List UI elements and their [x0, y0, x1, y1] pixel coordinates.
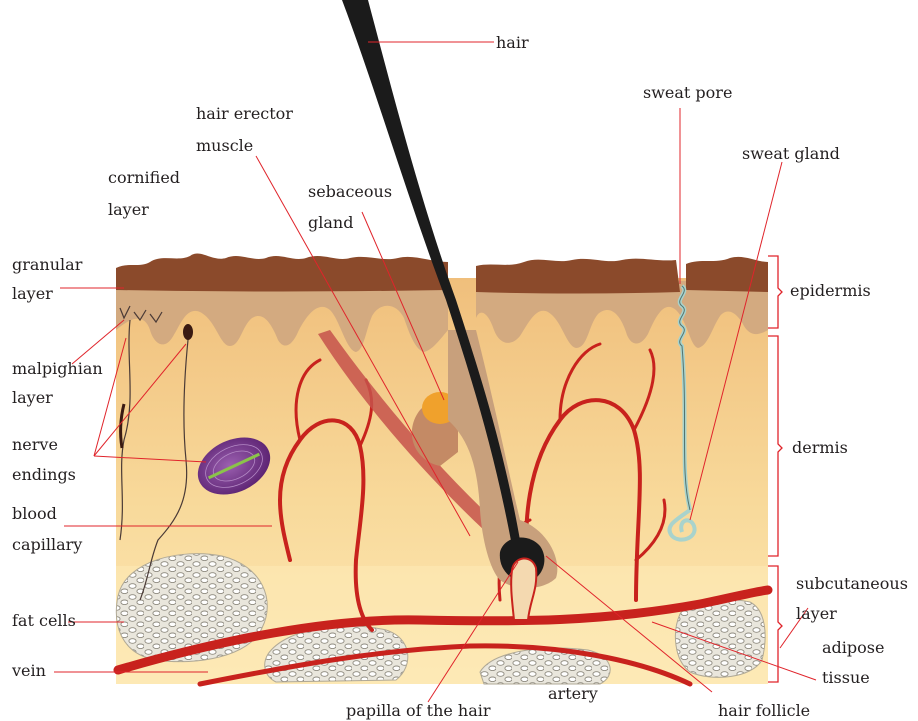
cornified-layer-left	[116, 253, 448, 291]
label-blood-capillary-line1: blood	[12, 503, 57, 524]
label-subcutaneous-layer-line2: layer	[796, 603, 837, 624]
label-malpighian-layer-line1: malpighian	[12, 358, 103, 379]
label-adipose-tissue-line1: adipose	[822, 637, 884, 658]
label-hair: hair	[496, 32, 529, 53]
label-granular-layer-line1: granular	[12, 254, 82, 275]
label-hair-erector-muscle-line2: muscle	[196, 135, 253, 156]
fat-cells-right	[675, 599, 765, 677]
cornified-layer-right	[476, 259, 680, 294]
label-hair-follicle: hair follicle	[718, 700, 810, 721]
label-cornified-layer-line1: cornified	[108, 167, 180, 188]
label-subcutaneous-layer-line1: subcutaneous	[796, 573, 908, 594]
label-cornified-layer-line2: layer	[108, 199, 149, 220]
label-papilla-of-the-hair: papilla of the hair	[346, 700, 491, 721]
cornified-layer-right-2	[686, 257, 768, 292]
label-blood-capillary-line2: capillary	[12, 534, 82, 555]
label-sweat-gland: sweat gland	[742, 143, 840, 164]
label-sebaceous-gland-line1: sebaceous	[308, 181, 392, 202]
label-malpighian-layer-line2: layer	[12, 387, 53, 408]
label-artery: artery	[548, 683, 598, 704]
layer-brackets	[768, 256, 782, 682]
label-dermis: dermis	[792, 437, 848, 458]
label-granular-layer-line2: layer	[12, 283, 53, 304]
label-sebaceous-gland-line2: gland	[308, 212, 353, 233]
label-epidermis: epidermis	[790, 280, 871, 301]
label-nerve-endings-line1: nerve	[12, 434, 58, 455]
label-fat-cells: fat cells	[12, 610, 76, 631]
label-adipose-tissue-line2: tissue	[822, 667, 870, 688]
label-hair-erector-muscle-line1: hair erector	[196, 103, 293, 124]
label-sweat-pore: sweat pore	[643, 82, 732, 103]
label-nerve-endings-line2: endings	[12, 464, 76, 485]
nerve-corpuscle-top	[183, 324, 193, 340]
label-vein: vein	[12, 660, 46, 681]
